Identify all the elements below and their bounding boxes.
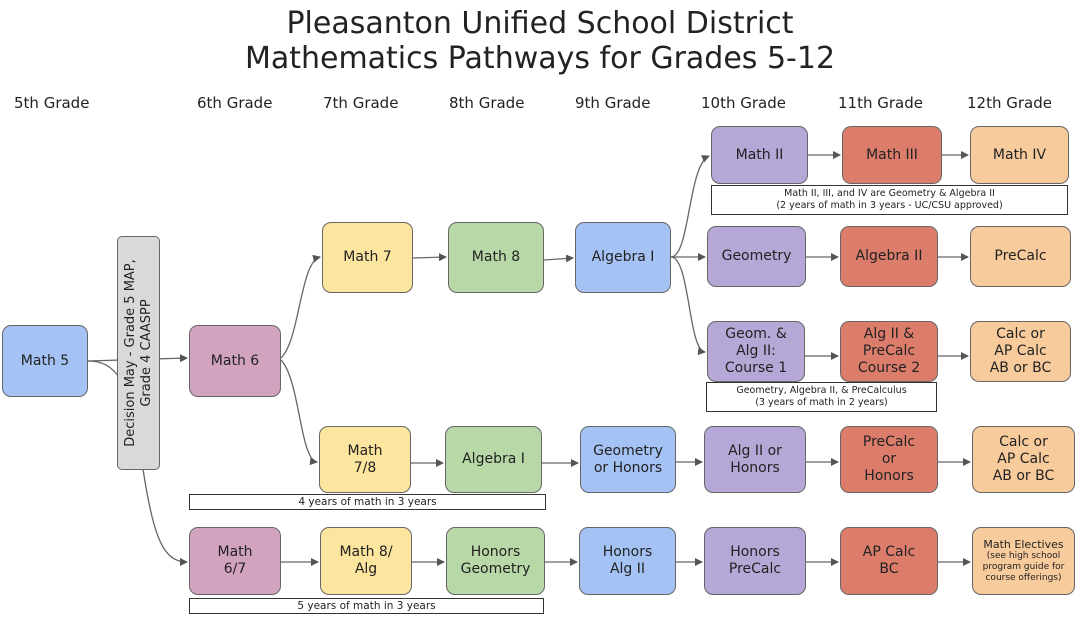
honprecalc-line-1: Honors [730, 544, 780, 560]
arrow-math6-math7 [280, 254, 321, 359]
title-line-1: Pleasanton Unified School District [286, 6, 794, 41]
apcalc-line-2: BC [879, 561, 899, 577]
arrow-math8-algebra1 [543, 254, 574, 263]
grade-header-8: 8th Grade [449, 94, 525, 112]
math67-line-1: Math [217, 544, 253, 560]
calc2-line-3: AB or BC [992, 468, 1055, 484]
arrow-math6-math78 [280, 359, 318, 466]
course-algebra-1-grade8: Algebra I [445, 426, 542, 493]
geomhon-line-1: Geometry [593, 442, 663, 459]
calc1-line-3: AB or BC [989, 360, 1052, 376]
math8alg-line-1: Math 8/ [339, 544, 393, 560]
precalchon-line-3: Honors [864, 468, 914, 484]
precalchon-line-2: or [881, 451, 897, 467]
course-algebra-2: Algebra II [840, 226, 938, 287]
honalg2-line-2: Alg II [609, 561, 646, 577]
note-five-years: 5 years of math in 3 years [189, 598, 544, 614]
grade-header-10: 10th Grade [701, 94, 786, 112]
geomhon-line-2: or Honors [593, 459, 663, 476]
course-geom-alg2-course1: Geom. &Alg II:Course 1 [707, 321, 805, 382]
c2-line-1: Alg II & [863, 326, 915, 342]
note-compressed-line-2: (3 years of math in 2 years) [755, 397, 888, 408]
note-math-2-line-1: Math II, III, and IV are Geometry & Alge… [784, 188, 995, 199]
calc2-line-2: AP Calc [997, 451, 1050, 467]
honprecalc-line-2: PreCalc [728, 561, 782, 577]
course-math-8: Math 8 [448, 222, 544, 293]
alg2hon-line-2: Honors [730, 459, 780, 476]
grade-header-6: 6th Grade [197, 94, 273, 112]
course-math-electives: Math Electives (see high school program … [972, 527, 1075, 595]
decision-label: Decision May - Grade 5 MAP, Grade 4 CAAS… [122, 259, 154, 447]
grade-header-9: 9th Grade [575, 94, 651, 112]
alg2hon-line-1: Alg II or [728, 442, 782, 459]
title-line-2: Mathematics Pathways for Grades 5-12 [244, 41, 836, 76]
course-math-5: Math 5 [2, 325, 88, 397]
course-math-8-alg: Math 8/Alg [320, 527, 412, 595]
math78-line-2: 7/8 [353, 459, 377, 476]
calc2-line-1: Calc or [999, 434, 1048, 450]
note-math-2-line-2: (2 years of math in 3 years - UC/CSU app… [776, 200, 1003, 211]
decision-box: Decision May - Grade 5 MAP, Grade 4 CAAS… [117, 236, 160, 470]
math67-line-2: 6/7 [223, 561, 247, 577]
arrow-algebra1-math2 [670, 155, 710, 258]
course-math-4: Math IV [970, 126, 1069, 184]
note-compressed-pathway: Geometry, Algebra II, & PreCalculus(3 ye… [706, 382, 937, 412]
arrow-algebra1-geomalg2 [670, 256, 706, 356]
course-math-6: Math 6 [189, 325, 281, 397]
hongeom-line-2: Geometry [460, 561, 531, 577]
electives-title: Math Electives [983, 538, 1064, 551]
c2-line-2: PreCalc [862, 343, 916, 359]
hongeom-line-1: Honors [470, 544, 521, 560]
c1-line-3: Course 1 [724, 360, 788, 376]
calc1-line-1: Calc or [996, 326, 1045, 342]
precalchon-line-1: PreCalc [862, 434, 916, 450]
note-compressed-line-1: Geometry, Algebra II, & PreCalculus [736, 385, 907, 396]
note-four-years: 4 years of math in 3 years [189, 494, 546, 510]
note-math-2-3-4: Math II, III, and IV are Geometry & Alge… [711, 185, 1068, 215]
grade-header-7: 7th Grade [323, 94, 399, 112]
arrow-math7-math8 [412, 253, 447, 262]
math8alg-line-2: Alg [354, 561, 378, 577]
electives-sub-3: course offerings) [985, 573, 1062, 583]
grade-header-12: 12th Grade [967, 94, 1052, 112]
grade-header-11: 11th Grade [838, 94, 923, 112]
course-geometry: Geometry [707, 226, 806, 287]
grade-header-5: 5th Grade [14, 94, 90, 112]
course-precalc: PreCalc [970, 226, 1071, 287]
course-math-7: Math 7 [322, 222, 413, 293]
course-algebra-1-grade9: Algebra I [575, 222, 671, 293]
electives-sub-2: program guide for [982, 562, 1065, 572]
course-math-3: Math III [842, 126, 942, 184]
electives-sub-1: (see high school [986, 551, 1061, 561]
apcalc-line-1: AP Calc [862, 544, 916, 560]
honalg2-line-1: Honors [602, 544, 653, 560]
c1-line-1: Geom. & [725, 326, 787, 342]
course-math-2: Math II [711, 126, 808, 184]
c2-line-3: Course 2 [857, 360, 921, 376]
math78-line-1: Math [347, 442, 383, 459]
calc1-line-2: AP Calc [994, 343, 1047, 359]
c1-line-2: Alg II: [736, 343, 776, 359]
